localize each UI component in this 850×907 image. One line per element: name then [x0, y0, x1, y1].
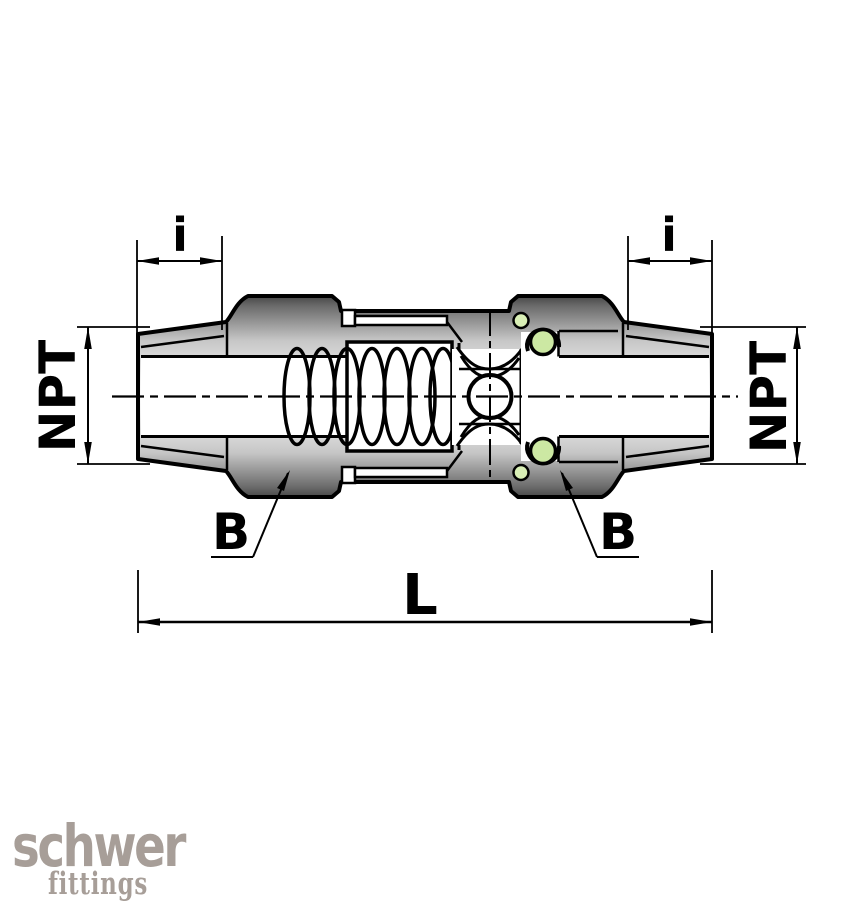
centerlines [112, 310, 738, 483]
arrowhead [84, 327, 92, 349]
thread-root-lines [140, 334, 710, 459]
seal-dot-bottom [512, 463, 530, 482]
brand-logo: schwer fittings [12, 812, 190, 902]
dim-npt-left-label: NPT [29, 340, 87, 453]
arrowhead [690, 257, 712, 265]
arrowhead [200, 257, 222, 265]
dim-i-left-label: i [172, 208, 188, 262]
hex-face-edges [225, 323, 625, 470]
arrowhead [793, 442, 801, 464]
arrowhead [277, 470, 290, 491]
logo-brand-text: schwer [12, 812, 187, 880]
dimension-l: L [137, 563, 713, 633]
arrowhead [137, 257, 159, 265]
arrowhead [628, 257, 650, 265]
arrowhead [793, 327, 801, 349]
dimension-npt-left: NPT [29, 326, 150, 465]
seal-dot-top [512, 311, 530, 330]
dim-l-label: L [402, 563, 438, 628]
dim-npt-right-label: NPT [740, 341, 798, 454]
retaining-lip-details [340, 308, 463, 485]
logo-sub-text: fittings [48, 866, 148, 902]
arrowhead [560, 470, 573, 491]
arrowhead [84, 442, 92, 464]
callout-b-left-label: B [212, 503, 250, 561]
arrowhead [690, 618, 712, 626]
o-ring-seal-bottom [528, 436, 558, 466]
dim-i-right-label: i [661, 208, 677, 262]
dimension-npt-right: NPT [700, 326, 806, 465]
callout-b-left: B [211, 470, 290, 561]
bore-wall-lines [141, 355, 709, 438]
dimension-i-right: i [627, 208, 713, 348]
dimension-i-left: i [136, 208, 223, 348]
arrowhead [138, 618, 160, 626]
callout-b-right: B [560, 470, 639, 561]
o-ring-seal-top [528, 327, 558, 357]
callout-b-right-label: B [599, 503, 637, 561]
